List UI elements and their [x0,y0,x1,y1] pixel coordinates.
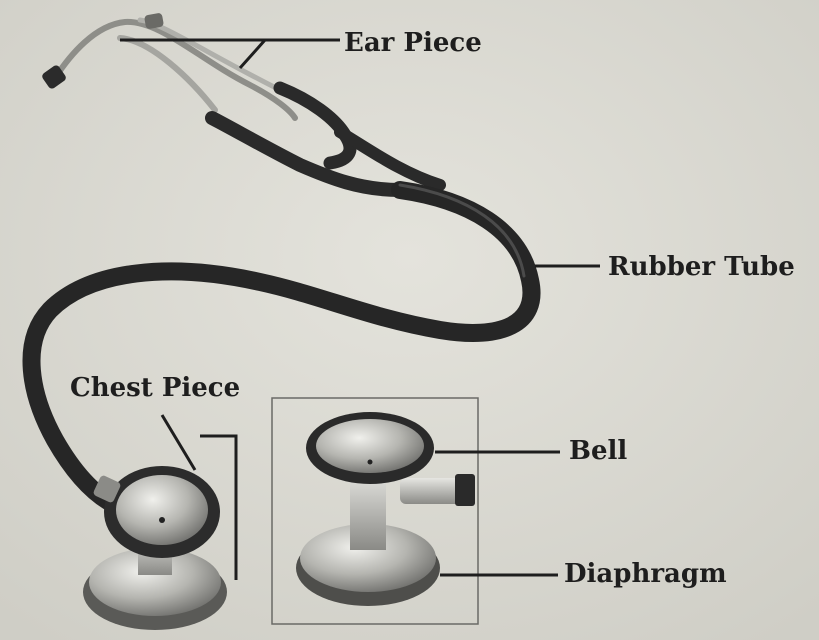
bell-label: Bell [569,438,627,464]
rubber-tube-label: Rubber Tube [608,254,795,280]
diaphragm-label: Diaphragm [564,561,727,587]
ear-piece-label: Ear Piece [344,30,482,56]
chest-piece-label: Chest Piece [70,375,240,401]
